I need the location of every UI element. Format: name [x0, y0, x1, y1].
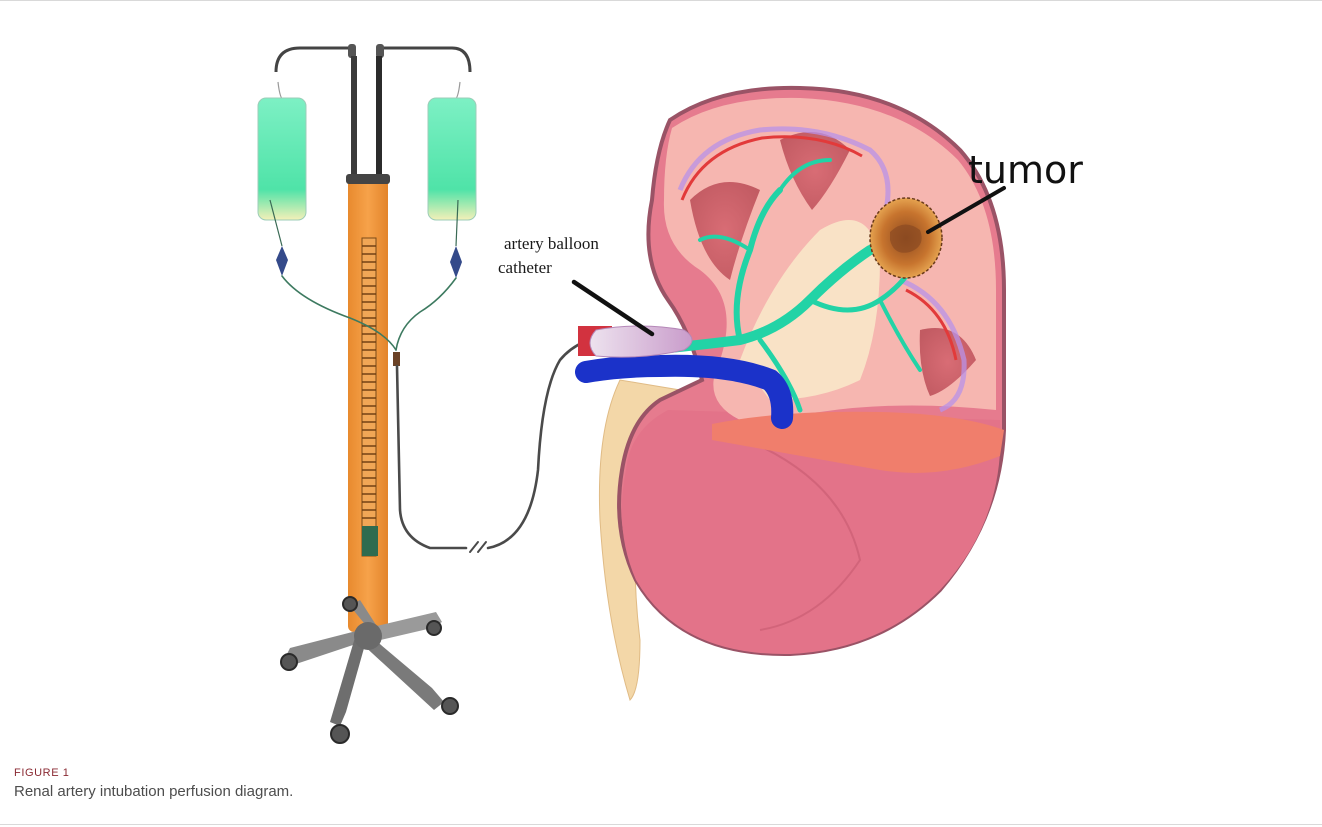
balloon-catheter-icon [590, 326, 692, 357]
tumor-icon [870, 198, 942, 278]
caption-text: Renal artery intubation perfusion diagra… [14, 781, 914, 803]
kidney-icon [578, 88, 1004, 700]
figure-caption: FIGURE 1 Renal artery intubation perfusi… [14, 765, 914, 803]
catheter-label-line1: artery balloon [498, 232, 668, 256]
catheter-label-line2: catheter [498, 256, 668, 280]
bottom-divider [0, 824, 1322, 825]
figure-number: FIGURE 1 [14, 765, 914, 781]
iv-tubing [282, 276, 584, 552]
artery-balloon-catheter-label: artery balloon catheter [498, 232, 668, 280]
tumor-label: tumor [968, 148, 1083, 192]
